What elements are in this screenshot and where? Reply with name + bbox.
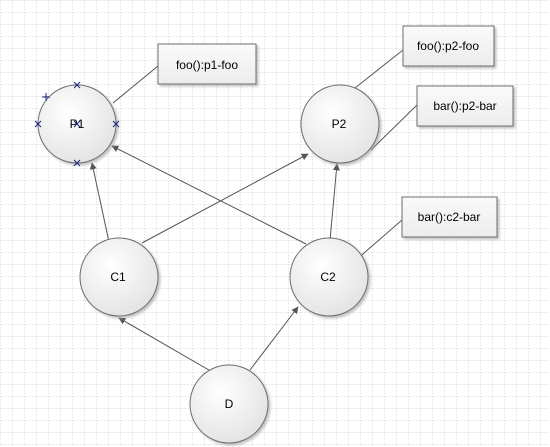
connector-p2-bar [370,104,418,151]
edge-c2-p1[interactable] [111,145,307,245]
note-p2-bar-box[interactable] [416,85,514,127]
edge-c1-p1[interactable] [89,162,110,243]
connector-p2-foo [354,49,404,89]
node-p2-circle[interactable] [300,84,380,164]
node-c2-circle[interactable] [289,237,369,317]
note-p2-foo[interactable]: foo():p2-foo [402,25,495,67]
handle-top[interactable] [73,81,81,89]
handle-rotate[interactable] [42,93,50,101]
handle-bottom[interactable] [73,159,81,167]
note-p2-foo-box[interactable] [402,25,495,67]
node-c1-circle[interactable] [79,237,159,317]
node-c1[interactable]: C1 [79,237,159,317]
note-c2-bar[interactable]: bar():c2-bar [401,196,498,238]
note-c2-bar-text: bar():c2-bar [418,210,481,224]
edge-c2-p2[interactable] [329,163,340,241]
node-p2-label: P2 [332,117,347,131]
p1-selection-handles[interactable] [34,81,120,167]
node-d-circle[interactable] [189,364,269,444]
connector-c2-bar [355,219,403,261]
handle-left[interactable] [34,120,42,128]
edge-d-c1[interactable] [118,317,215,374]
node-c1-label: C1 [110,270,126,284]
node-c2[interactable]: C2 [289,237,369,317]
note-p2-bar[interactable]: bar():p2-bar [416,85,514,127]
note-p2-foo-text: foo():p2-foo [417,39,479,53]
edge-c1-p2[interactable] [141,153,309,244]
node-p2[interactable]: P2 [300,84,380,164]
handle-center[interactable] [73,120,81,128]
note-connectors [112,49,418,261]
node-d-label: D [225,397,234,411]
node-d[interactable]: D [189,364,269,444]
inheritance-edges [89,145,340,374]
note-p1-foo[interactable]: foo():p1-foo [157,43,257,85]
connector-p1-foo [112,65,159,104]
note-p1-foo-text: foo():p1-foo [176,58,238,72]
edge-d-c2[interactable] [249,306,299,371]
handle-right[interactable] [112,120,120,128]
note-p2-bar-text: bar():p2-bar [433,99,496,113]
note-p1-foo-box[interactable] [157,43,257,85]
note-c2-bar-box[interactable] [401,196,498,238]
node-c2-label: C2 [320,270,336,284]
